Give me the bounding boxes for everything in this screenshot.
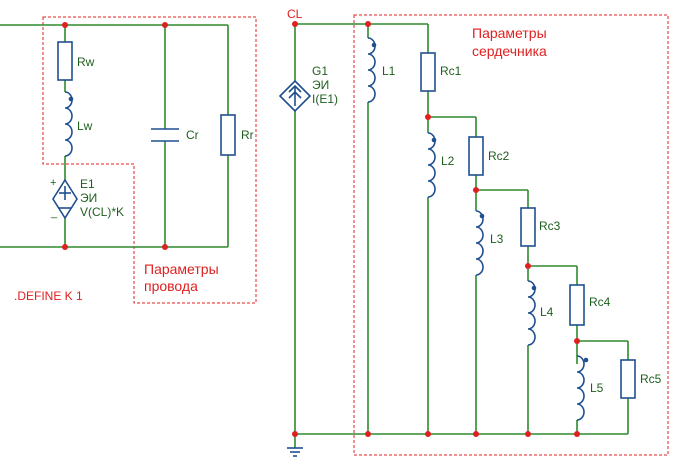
inductor-l3 [475, 210, 484, 276]
label-e1-name: E1 [80, 177, 95, 191]
polarity-dot-l1 [371, 42, 377, 48]
resistor-rw [57, 41, 73, 81]
inductor-l1 [367, 37, 376, 103]
left-wires [0, 24, 229, 248]
label-rc2: Rc2 [488, 149, 510, 163]
polarity-dot-l2 [431, 137, 437, 143]
label-l3: L3 [490, 232, 504, 246]
label-g1-name: G1 [312, 64, 328, 78]
wire-params-box [42, 16, 257, 304]
resistor-rc4 [569, 284, 585, 326]
label-e1-symbol: ЭИ [80, 191, 97, 205]
label-rr: Rr [241, 128, 254, 142]
node-label-cl: CL [287, 7, 303, 21]
label-l5: L5 [590, 381, 604, 395]
label-lw: Lw [77, 119, 93, 133]
polarity-dot-l4 [531, 285, 537, 291]
define-statement: .DEFINE K 1 [14, 289, 83, 303]
inductor-l2 [427, 132, 436, 198]
resistor-rc2 [468, 136, 484, 176]
label-l1: L1 [382, 64, 396, 78]
wire-params-title-line1: Параметры [144, 261, 219, 277]
inductor-l5 [576, 355, 585, 421]
core-params-title-line2: сердечника [472, 43, 547, 59]
resistor-rc5 [620, 359, 636, 399]
label-e1-expression: V(CL)*K [80, 205, 124, 219]
resistor-rc3 [520, 207, 536, 247]
label-g1-expression: I(E1) [312, 92, 338, 106]
capacitor-cr [151, 128, 179, 142]
label-e1-minus: _ [50, 207, 58, 219]
source-g1 [278, 79, 312, 113]
label-rc4: Rc4 [589, 295, 611, 309]
core-params-box [353, 14, 669, 456]
label-cr: Cr [186, 128, 199, 142]
inductor-lw [64, 91, 73, 157]
resistor-rc1 [420, 52, 436, 92]
wire-params-title-line2: провода [144, 278, 198, 294]
label-l2: L2 [441, 154, 455, 168]
core-params-title-line1: Параметры [472, 25, 547, 41]
label-g1-symbol: ЭИ [312, 78, 329, 92]
label-rc5: Rc5 [640, 372, 662, 386]
inductor-l4 [527, 280, 536, 346]
label-e1-plus: + [50, 177, 56, 189]
right-junctions [292, 21, 580, 437]
left-junctions [62, 22, 168, 250]
label-rw: Rw [77, 55, 95, 69]
right-wires [294, 23, 629, 448]
source-e1 [52, 178, 78, 220]
label-rc1: Rc1 [440, 64, 462, 78]
label-l4: L4 [540, 305, 554, 319]
polarity-dot-l5 [583, 357, 589, 363]
label-rc3: Rc3 [539, 219, 561, 233]
ground-symbol [287, 447, 303, 457]
resistor-rr [220, 114, 236, 156]
polarity-dot-lw [68, 96, 74, 102]
polarity-dot-l3 [479, 213, 485, 219]
